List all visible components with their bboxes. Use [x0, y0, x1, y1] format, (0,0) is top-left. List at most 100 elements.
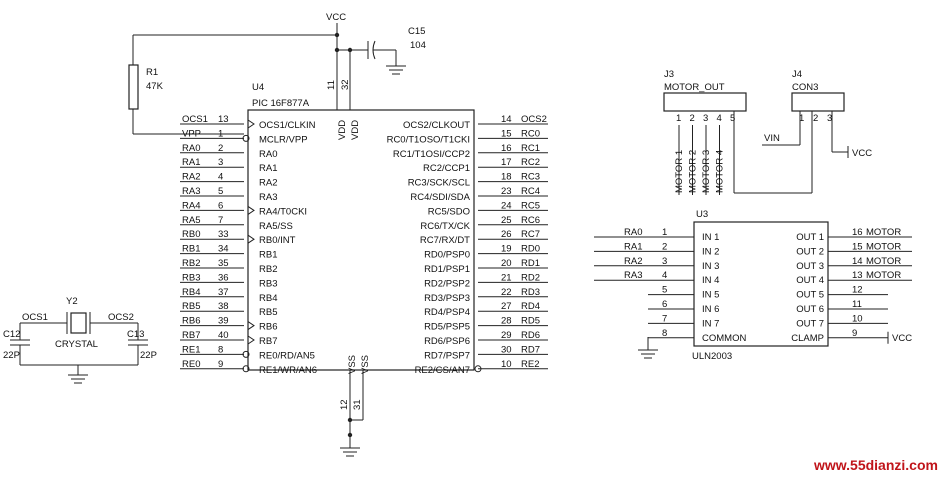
u4-left-pin-name: RB7 [259, 336, 277, 347]
r1-value: 47K [146, 81, 164, 92]
u3-in-net-label: RA3 [624, 270, 642, 281]
j4-pin-num: 2 [813, 113, 818, 124]
u4-left-pin-name: RB0/INT [259, 235, 296, 246]
u4-left-pin-name: RB2 [259, 264, 277, 275]
u3-vcc-label: VCC [892, 333, 912, 344]
u4-left-pin-name: RB3 [259, 278, 277, 289]
u4-right-pin-num: 15 [501, 128, 512, 139]
j3-body [663, 92, 747, 112]
u4-left-pin-num: 37 [218, 287, 229, 298]
u4-left-net-label: RB7 [182, 330, 200, 341]
u3-in-pin-num: 4 [662, 270, 667, 281]
u3-in-pin-num: 2 [662, 241, 667, 252]
u4-ref: U4 [252, 82, 264, 93]
u3-out-pin-num: 16 [852, 227, 863, 238]
crystal-body [70, 312, 87, 334]
j3-ref: J3 [664, 69, 674, 80]
u4-vdd-pin-num: 32 [340, 79, 351, 90]
u4-right-pin-num: 30 [501, 344, 512, 355]
u4-right-pin-num: 19 [501, 244, 512, 255]
u4-right-pin-num: 14 [501, 114, 512, 125]
u4-right-net-label: RC5 [521, 200, 540, 211]
u4-left-net-label: RA1 [182, 157, 200, 168]
u4-right-net-label: RD3 [521, 287, 540, 298]
u4-left-pin-num: 38 [218, 301, 229, 312]
u4-left-pin-num: 39 [218, 316, 229, 327]
motor-net-label: MOTOR 3 [701, 150, 712, 193]
pin-clock-mark [247, 119, 255, 129]
ground-icon [386, 65, 406, 75]
pin-clock-mark [247, 234, 255, 244]
u3-in-pin-num: 3 [662, 256, 667, 267]
u4-left-pin-num: 9 [218, 359, 223, 370]
ground-icon [638, 349, 658, 359]
u4-left-pin-num: 6 [218, 200, 223, 211]
j3-pin-num: 1 [676, 113, 681, 124]
j3-pin-num: 2 [690, 113, 695, 124]
ground-icon [68, 374, 88, 384]
u4-right-pin-name: RD0/PSP0 [424, 250, 470, 261]
u4-right-net-label: RD1 [521, 258, 540, 269]
u4-body [247, 109, 475, 371]
pin-bubble [242, 134, 250, 142]
u4-left-net-label: RB4 [182, 287, 200, 298]
u3-out-pin-name: OUT 1 [796, 232, 824, 243]
u4-right-pin-num: 22 [501, 287, 512, 298]
j4-ref: J4 [792, 69, 802, 80]
junction-dot [334, 47, 340, 53]
u4-right-net-label: RD2 [521, 272, 540, 283]
u4-left-pin-name: RB6 [259, 322, 277, 333]
u3-out-pin-num: 9 [852, 328, 857, 339]
u4-left-pin-name: RB1 [259, 250, 277, 261]
u4-left-net-label: RA3 [182, 186, 200, 197]
j4-pin-num: 3 [827, 113, 832, 124]
junction-dot [347, 417, 353, 423]
u3-out-net-label: MOTOR [866, 241, 901, 252]
u4-left-net-label: OCS1 [182, 114, 208, 125]
u4-right-pin-num: 27 [501, 301, 512, 312]
u4-right-pin-name: RD2/PSP2 [424, 278, 470, 289]
c15-ref: C15 [408, 26, 425, 37]
u4-vss-pin-num: 31 [352, 399, 363, 410]
u3-in-net-label: RA2 [624, 256, 642, 267]
watermark-text: www.55dianzi.com [813, 457, 938, 473]
j4-name: CON3 [792, 82, 818, 93]
u4-left-pin-num: 33 [218, 229, 229, 240]
u3-in-pin-name: COMMON [702, 333, 746, 344]
u4-right-pin-name: RE2/CS/AN7 [415, 365, 470, 376]
u4-right-pin-num: 20 [501, 258, 512, 269]
c13-ref: C13 [127, 329, 144, 340]
u3-in-net-label: RA0 [624, 227, 642, 238]
u4-left-pin-num: 34 [218, 244, 229, 255]
u4-right-pin-name: RD7/PSP7 [424, 350, 470, 361]
vin-label: VIN [764, 133, 780, 144]
u3-in-pin-num: 8 [662, 328, 667, 339]
u4-vss-pin-num: 12 [339, 399, 350, 410]
u4-part: PIC 16F877A [252, 98, 310, 109]
u4-right-pin-num: 10 [501, 359, 512, 370]
u4-left-pin-name: OCS1/CLKIN [259, 120, 316, 131]
u4-right-net-label: RE2 [521, 359, 539, 370]
u3-in-pin-name: IN 7 [702, 318, 719, 329]
u4-left-net-label: RB1 [182, 244, 200, 255]
ground-icon [340, 447, 360, 457]
u3-out-pin-num: 11 [852, 299, 862, 310]
u4-right-pin-num: 29 [501, 330, 512, 341]
u4-left-pin-name: RB4 [259, 293, 277, 304]
u3-in-pin-num: 5 [662, 285, 667, 296]
u3-out-pin-name: OUT 3 [796, 261, 824, 272]
u3-in-pin-name: IN 3 [702, 261, 719, 272]
u4-right-net-label: RD4 [521, 301, 540, 312]
pin-clock-mark [247, 335, 255, 345]
u4-left-pin-num: 7 [218, 215, 223, 226]
motor-net-label: MOTOR 4 [715, 150, 726, 193]
crystal-net-right: OCS2 [108, 312, 134, 323]
j3-pin-num: 5 [730, 113, 735, 124]
u3-out-pin-name: OUT 6 [796, 304, 824, 315]
u4-right-net-label: OCS2 [521, 114, 547, 125]
y2-ref: Y2 [66, 296, 78, 307]
u3-part: ULN2003 [692, 351, 732, 362]
